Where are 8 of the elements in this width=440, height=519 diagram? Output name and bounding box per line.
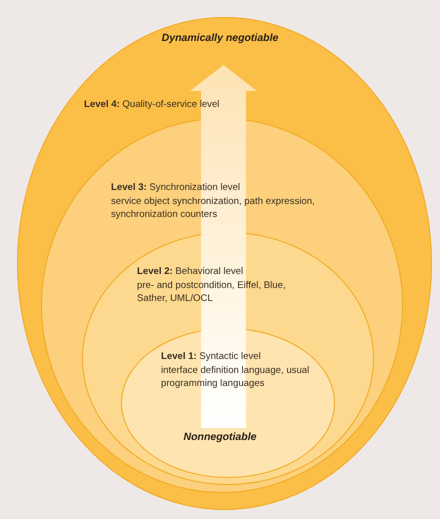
level-description: service object synchronization, path expression, synchronization counters bbox=[111, 194, 316, 222]
level-description: interface definition language, usual programming languages bbox=[161, 364, 310, 390]
level-heading: Level 1: Syntactic level bbox=[161, 350, 262, 364]
level-description: pre- and postcondition, Eiffel, Blue, Sather, UML/OCL bbox=[137, 278, 287, 306]
level-heading: Level 3: Synchronization level bbox=[111, 181, 242, 194]
end-label: Nonnegotiable bbox=[182, 431, 258, 444]
level-heading: Level 2: Behavioral level bbox=[137, 265, 244, 278]
end-label: Dynamically negotiable bbox=[160, 32, 280, 45]
